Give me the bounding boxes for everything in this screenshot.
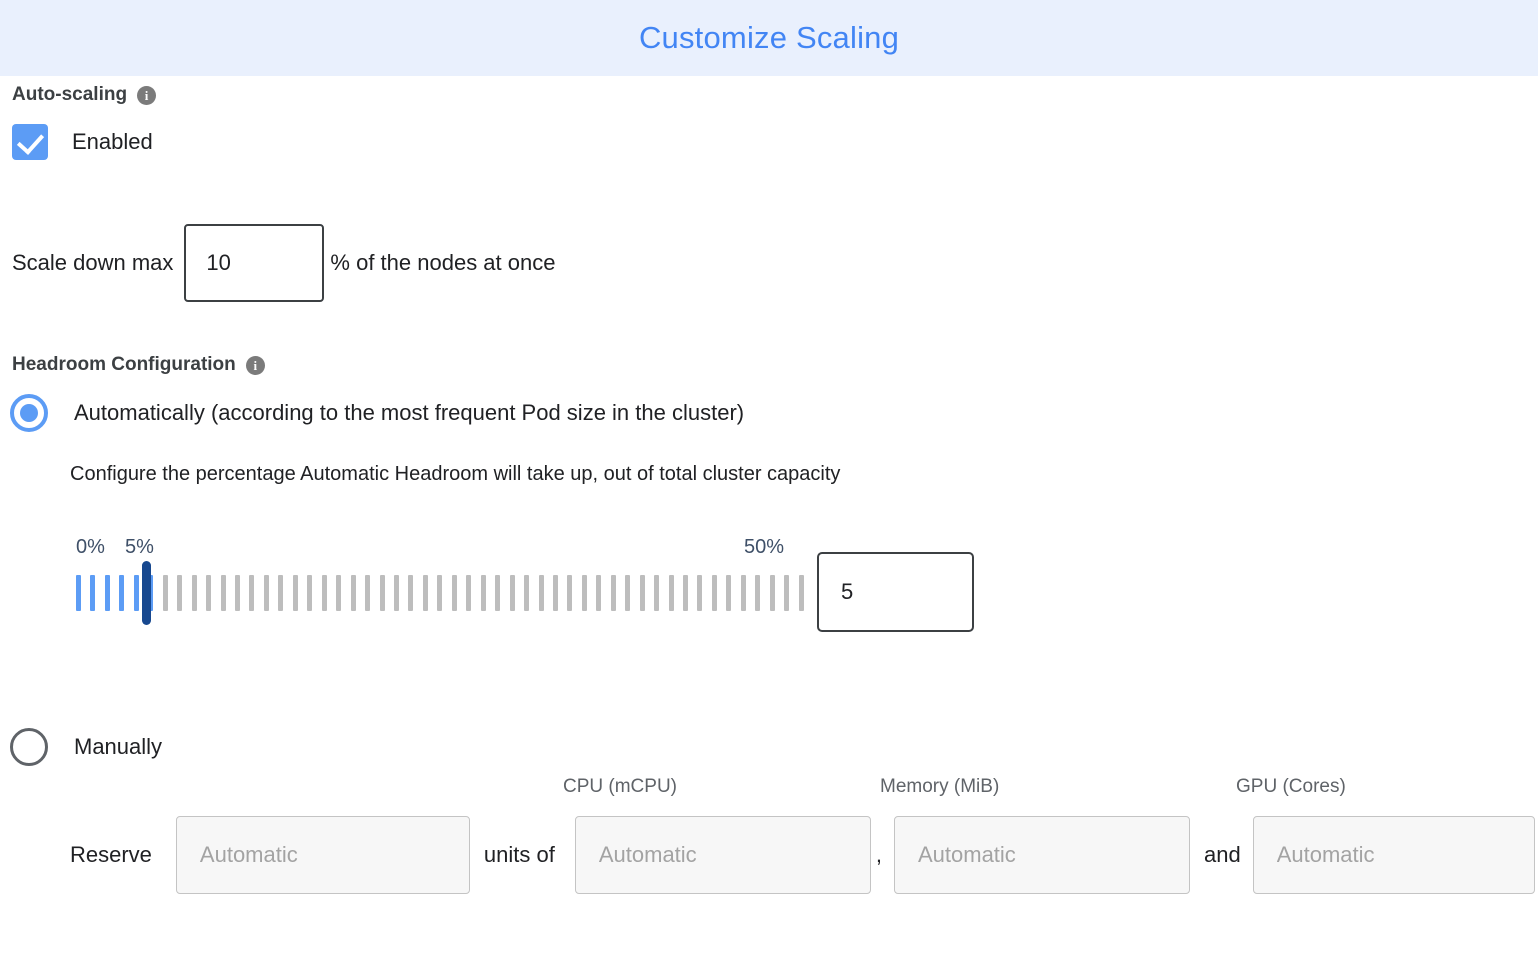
- page-title: Customize Scaling: [638, 20, 900, 55]
- slider-tick: [321, 575, 327, 611]
- slider-tick: [697, 575, 703, 611]
- slider-tick: [466, 575, 472, 611]
- slider-tick: [177, 575, 183, 611]
- headroom-description: Configure the percentage Automatic Headr…: [70, 463, 841, 485]
- slider-tick: [437, 575, 443, 611]
- slider-tick: [76, 575, 81, 611]
- headroom-slider-track[interactable]: [76, 573, 804, 613]
- radio-automatic[interactable]: [10, 394, 48, 432]
- slider-tick: [249, 575, 255, 611]
- units-of-label: units of: [483, 842, 555, 867]
- comma-separator: ,: [875, 842, 882, 867]
- radio-manually-label: Manually: [74, 734, 163, 759]
- slider-tick: [234, 575, 240, 611]
- slider-tick: [740, 575, 746, 611]
- slider-tick: [206, 575, 212, 611]
- slider-tick: [365, 575, 371, 611]
- slider-tick: [307, 575, 313, 611]
- headroom-slider-thumb[interactable]: [142, 561, 151, 625]
- slider-tick: [379, 575, 385, 611]
- slider-tick: [509, 575, 515, 611]
- headroom-manual-option[interactable]: Manually: [10, 728, 162, 766]
- memory-field-header: Memory (MiB): [880, 776, 1000, 797]
- slider-tick: [596, 575, 602, 611]
- slider-tick: [784, 575, 790, 611]
- scale-down-max-label: Scale down max: [12, 250, 174, 275]
- slider-tick: [90, 575, 96, 611]
- slider-tick: [162, 575, 168, 611]
- slider-tick: [538, 575, 544, 611]
- enabled-checkbox[interactable]: [12, 124, 48, 160]
- slider-tick: [393, 575, 399, 611]
- slider-tick: [350, 575, 356, 611]
- slider-tick: [292, 575, 298, 611]
- slider-tick: [668, 575, 674, 611]
- slider-tick: [422, 575, 428, 611]
- info-icon[interactable]: i: [137, 85, 157, 105]
- slider-tick: [133, 575, 139, 611]
- slider-tick: [798, 575, 804, 611]
- headroom-label-text: Headroom Configuration: [12, 354, 236, 375]
- slider-tick: [581, 575, 587, 611]
- slider-tick: [726, 575, 732, 611]
- scale-down-max-row: Scale down max % of the nodes at once: [12, 224, 555, 302]
- slider-tick: [220, 575, 226, 611]
- headroom-percentage-slider-area: 0% 5% 50%: [0, 536, 1538, 666]
- headroom-section-label: Headroom Configuration i: [12, 354, 265, 376]
- reserve-cpu-input[interactable]: [574, 816, 871, 894]
- slider-tick: [495, 575, 501, 611]
- slider-tick: [769, 575, 775, 611]
- slider-tick: [654, 575, 660, 611]
- slider-tick: [263, 575, 269, 611]
- slider-tick: [683, 575, 689, 611]
- slider-tick: [552, 575, 558, 611]
- slider-tick: [567, 575, 573, 611]
- slider-tick: [625, 575, 631, 611]
- slider-tick: [480, 575, 486, 611]
- slider-max-label: 50%: [744, 536, 785, 558]
- slider-tick: [336, 575, 342, 611]
- gpu-field-header: GPU (Cores): [1236, 776, 1346, 797]
- reserve-label: Reserve: [70, 842, 152, 867]
- slider-tick: [711, 575, 717, 611]
- reserve-row: Reserve units of , and: [70, 816, 1535, 894]
- slider-tick: [104, 575, 110, 611]
- slider-tick: [278, 575, 284, 611]
- cpu-field-header: CPU (mCPU): [563, 776, 677, 797]
- slider-tick: [524, 575, 530, 611]
- enabled-label: Enabled: [72, 129, 153, 154]
- reserve-memory-input[interactable]: [893, 816, 1190, 894]
- auto-scaling-section-label: Auto-scaling i: [12, 84, 157, 106]
- slider-tick: [451, 575, 457, 611]
- and-label: and: [1203, 842, 1241, 867]
- slider-min-label: 0%: [76, 536, 105, 558]
- headroom-automatic-option[interactable]: Automatically (according to the most fre…: [10, 394, 744, 432]
- info-icon[interactable]: i: [245, 355, 265, 375]
- auto-scaling-label-text: Auto-scaling: [12, 84, 128, 105]
- slider-tick: [755, 575, 761, 611]
- slider-tick: [639, 575, 645, 611]
- scale-down-max-input[interactable]: [184, 224, 325, 302]
- slider-tick: [610, 575, 616, 611]
- headroom-percentage-input[interactable]: [817, 552, 974, 632]
- radio-manually[interactable]: [10, 728, 48, 766]
- slider-tick: [408, 575, 414, 611]
- dialog-header: Customize Scaling: [0, 0, 1538, 76]
- reserve-units-input[interactable]: [175, 816, 470, 894]
- scale-down-max-suffix: % of the nodes at once: [330, 250, 556, 275]
- radio-automatic-label: Automatically (according to the most fre…: [74, 400, 745, 425]
- auto-scaling-enabled-row[interactable]: Enabled: [12, 124, 153, 160]
- reserve-gpu-input[interactable]: [1252, 816, 1535, 894]
- slider-tick: [119, 575, 125, 611]
- slider-tick: [191, 575, 197, 611]
- slider-value-label: 5%: [125, 536, 154, 558]
